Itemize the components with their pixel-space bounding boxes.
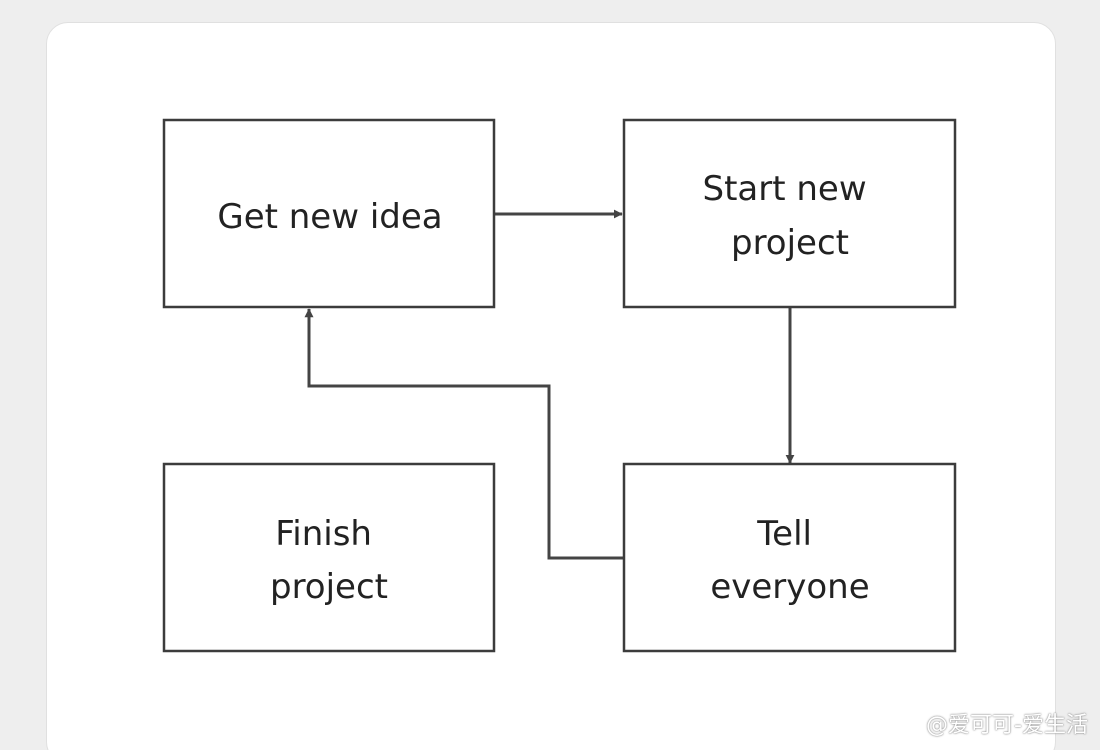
node-label-line: Start new — [703, 169, 867, 209]
node-box — [162, 462, 496, 653]
node-label: Get new idea — [217, 197, 442, 237]
node-get-new-idea: Get new idea — [162, 118, 496, 309]
weibo-icon — [892, 710, 922, 736]
edges — [304, 209, 795, 560]
node-box — [162, 118, 496, 309]
node-box — [622, 118, 957, 309]
watermark-text: @爱可可-爱生活 — [926, 713, 1088, 738]
node-label-line: Finish — [275, 514, 372, 554]
node-box — [622, 462, 957, 653]
node-finish-project: Finish project — [162, 462, 496, 653]
node-label-line: project — [270, 567, 388, 607]
node-label: Finish project — [270, 514, 388, 607]
node-label: Tell everyone — [710, 514, 869, 607]
node-label: Start new project — [703, 169, 878, 263]
node-tell-everyone: Tell everyone — [622, 462, 957, 653]
watermark: @爱可可-爱生活 — [892, 706, 1088, 740]
node-label-line: everyone — [710, 567, 869, 607]
node-start-new-project: Start new project — [622, 118, 957, 309]
node-label-line: project — [731, 223, 849, 263]
node-label-line: Tell — [756, 514, 812, 554]
edge-tell-everyone-to-get-new-idea — [304, 308, 624, 560]
node-label-line: Get new idea — [217, 197, 442, 237]
